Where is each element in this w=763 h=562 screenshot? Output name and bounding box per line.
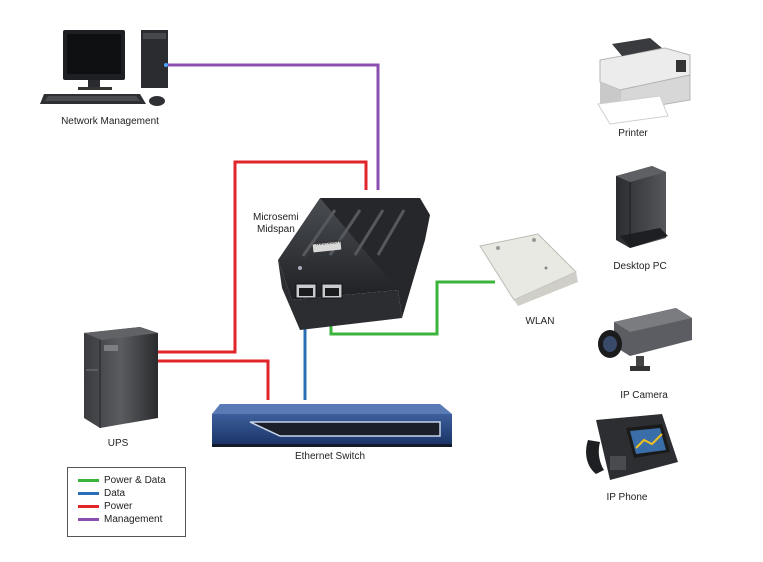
legend-label: Power & Data xyxy=(104,474,166,486)
midspan-label-line2: Midspan xyxy=(257,224,295,235)
printer-label: Printer xyxy=(618,128,648,139)
ups-icon xyxy=(84,327,158,428)
midspan-label-line1: Microsemi xyxy=(253,212,299,223)
legend-swatch-management xyxy=(78,517,99,521)
ethernet-switch-icon xyxy=(212,404,452,447)
legend-item-power: Power xyxy=(78,500,132,512)
wlan-icon xyxy=(479,233,578,306)
management-line xyxy=(168,63,380,190)
power-cable-ups-switch xyxy=(158,359,270,400)
printer-icon xyxy=(597,38,691,125)
power-cable-midspan-ups xyxy=(158,160,368,354)
power-lines xyxy=(158,160,368,400)
ethernet-switch-label: Ethernet Switch xyxy=(294,451,366,462)
legend-label: Power xyxy=(104,500,133,512)
legend: Power & Data Data Power Management xyxy=(67,467,186,537)
desktop-pc-icon xyxy=(616,166,668,248)
legend-item-data: Data xyxy=(78,487,125,499)
legend-item-power-data: Power & Data xyxy=(78,474,166,486)
legend-swatch-power xyxy=(78,504,99,508)
legend-swatch-data xyxy=(78,491,99,495)
management-cable xyxy=(168,63,380,190)
legend-label: Data xyxy=(104,487,126,499)
ip-camera-label: IP Camera xyxy=(620,390,668,401)
ip-camera-icon xyxy=(598,308,692,371)
desktop-pc-label: Desktop PC xyxy=(613,261,667,272)
wlan-label: WLAN xyxy=(525,316,555,327)
network-management-label: Network Management xyxy=(61,116,159,127)
legend-item-management: Management xyxy=(78,513,162,525)
workstation-icon xyxy=(40,30,168,106)
ups-label: UPS xyxy=(107,438,129,449)
legend-label: Management xyxy=(104,513,163,525)
ip-phone-label: IP Phone xyxy=(606,492,648,503)
ip-phone-icon xyxy=(586,414,678,480)
legend-swatch-power-data xyxy=(78,478,99,482)
midspan-icon xyxy=(278,198,430,330)
